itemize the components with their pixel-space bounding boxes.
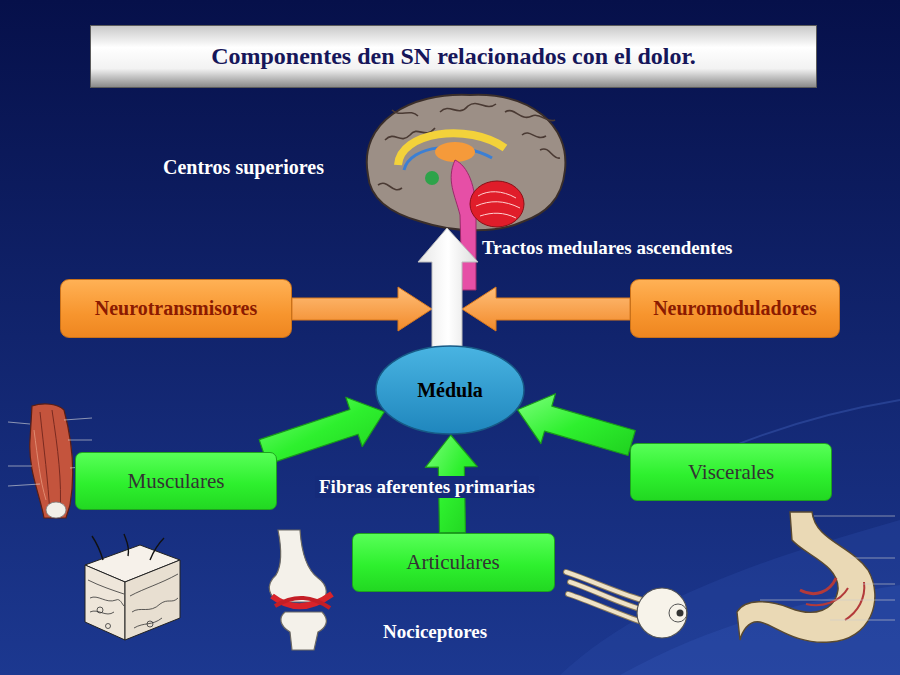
orange-arrow bbox=[292, 287, 432, 331]
spinal-cord-ellipse: Médula bbox=[375, 345, 525, 435]
knee-illustration bbox=[269, 530, 332, 650]
skin-illustration bbox=[85, 534, 180, 640]
afferent-box: Musculares bbox=[75, 452, 277, 510]
node-text: Neuromoduladores bbox=[653, 297, 817, 320]
node-text: Articulares bbox=[406, 550, 499, 574]
afferent-box: Viscerales bbox=[630, 443, 832, 501]
block-arrow bbox=[259, 397, 384, 464]
text-label: Nociceptores bbox=[383, 621, 487, 643]
ascending-arrow bbox=[418, 228, 478, 352]
node-text: Musculares bbox=[128, 469, 225, 493]
eye-illustration bbox=[566, 572, 687, 638]
text-label: Centros superiores bbox=[163, 156, 324, 179]
title-banner: Componentes den SN relacionados con el d… bbox=[90, 25, 817, 88]
stomach-illustration bbox=[737, 512, 895, 642]
node-text: Viscerales bbox=[688, 460, 774, 484]
text-label: Tractos medulares ascendentes bbox=[482, 237, 733, 259]
block-arrow bbox=[517, 394, 635, 456]
node-text: Médula bbox=[417, 379, 483, 402]
factor-box: Neurotransmisores bbox=[60, 279, 292, 338]
afferent-box: Articulares bbox=[352, 533, 555, 592]
factor-box: Neuromoduladores bbox=[630, 279, 840, 338]
title-text: Componentes den SN relacionados con el d… bbox=[211, 43, 696, 70]
orange-arrow bbox=[462, 287, 630, 331]
node-text: Neurotransmisores bbox=[95, 297, 258, 320]
text-label: Fibras aferentes primarias bbox=[315, 476, 539, 498]
